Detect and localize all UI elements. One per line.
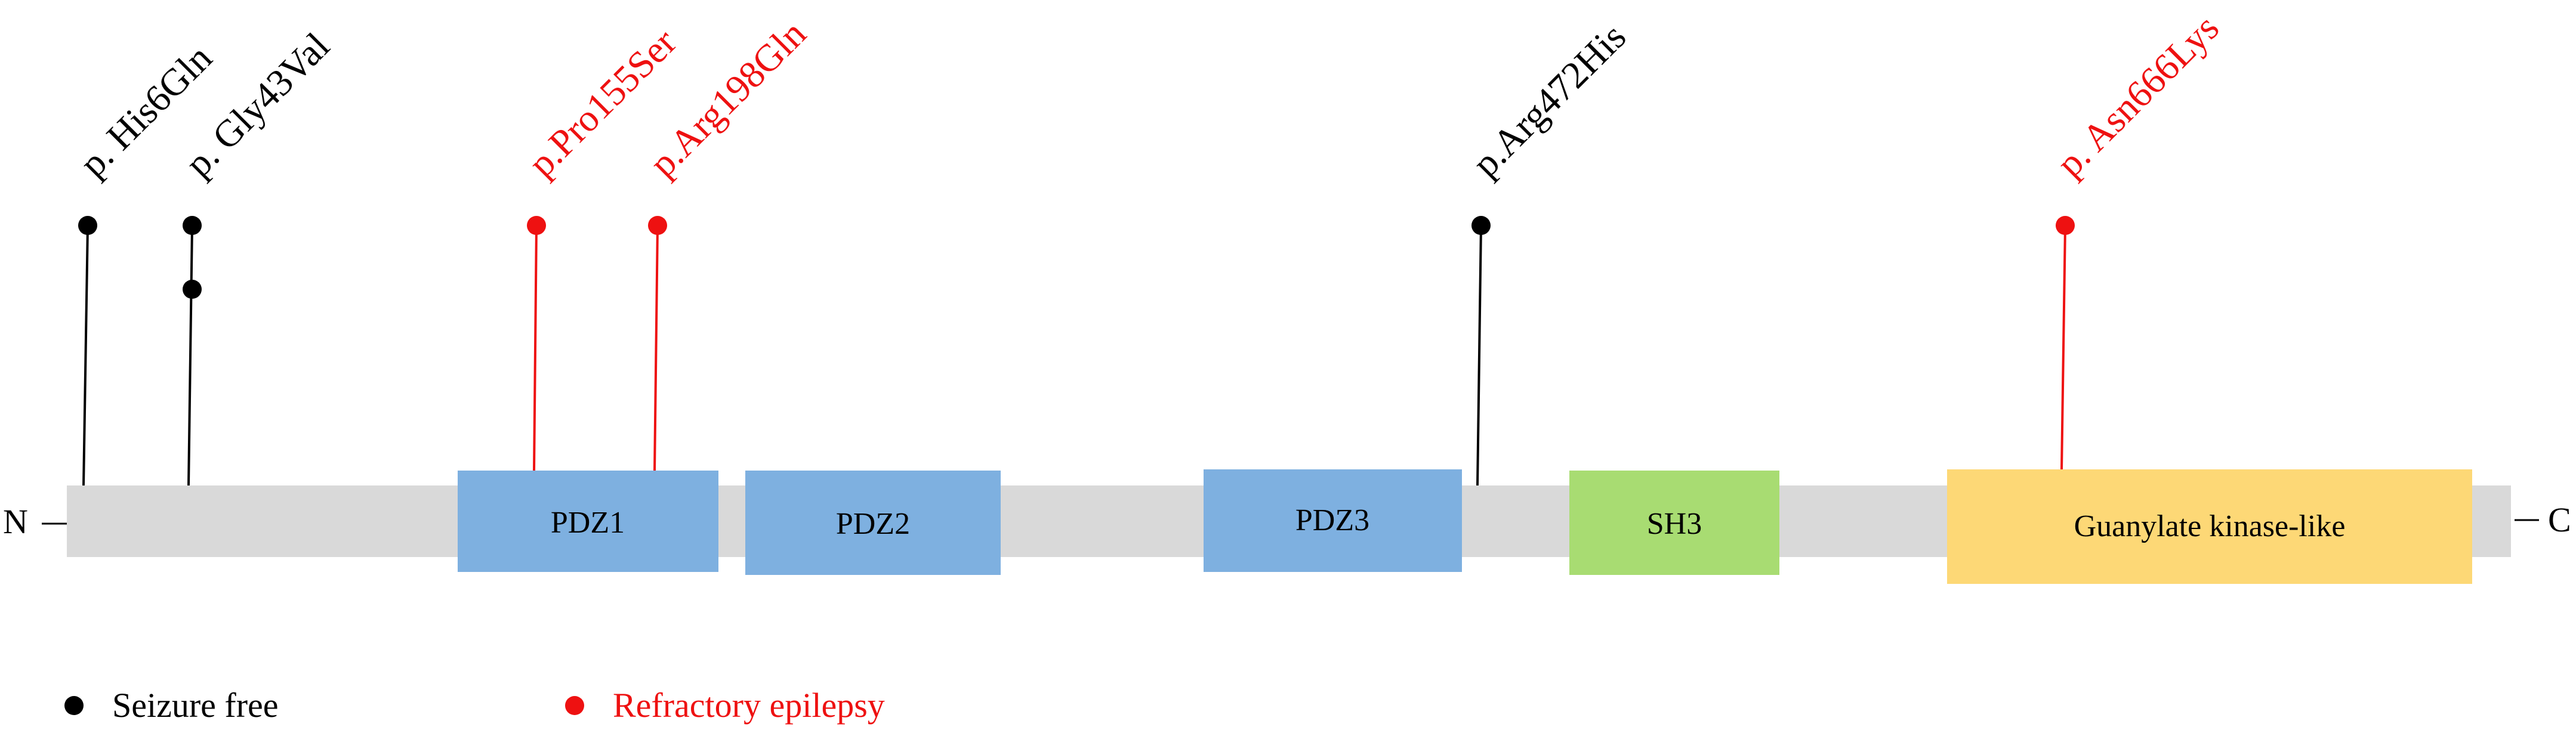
legend: Seizure free Refractory epilepsy: [64, 686, 885, 725]
variant-stem: [82, 225, 89, 486]
variant-stem: [653, 225, 659, 471]
domain-pdz1-label: PDZ1: [551, 506, 625, 540]
variant-stem: [187, 225, 193, 486]
variant-gly43val: p. Gly43Val: [177, 24, 338, 486]
domain-sh3-label: SH3: [1647, 507, 1702, 541]
variant-asn666lys: p. Asn666Lys: [2049, 7, 2227, 470]
variant-arg198gln: p.Arg198Gln: [641, 12, 814, 471]
variant-label: p.Arg472His: [1464, 15, 1634, 184]
domain-pdz2-label: PDZ2: [836, 507, 910, 541]
variant-his6gln: p. His6Gln: [72, 36, 220, 486]
domain-pdz1: PDZ1: [458, 471, 718, 572]
domain-sh3-box: [1569, 471, 1779, 575]
variant-label: p. Asn666Lys: [2049, 7, 2227, 185]
domain-guanylate-kinase-like-label: Guanylate kinase-like: [2074, 509, 2346, 543]
domain-guanylate-kinase-like-box: [1947, 469, 2472, 584]
variant-marker: [527, 216, 546, 235]
variant-marker: [183, 216, 202, 235]
variant-stem: [1476, 225, 1482, 486]
n-terminus-label: N: [3, 502, 28, 541]
domain-pdz3-box: [1204, 469, 1462, 572]
domain-sh3: SH3: [1569, 471, 1779, 575]
legend-marker: [565, 696, 584, 715]
domain-pdz3: PDZ3: [1204, 469, 1462, 572]
variant-marker: [78, 216, 97, 235]
domain-pdz2: PDZ2: [745, 471, 1001, 575]
domain-guanylate-kinase-like: Guanylate kinase-like: [1947, 469, 2472, 584]
legend-item-seizure-free: Seizure free: [64, 686, 279, 725]
variant-marker: [2056, 216, 2075, 235]
variant-marker: [1471, 216, 1491, 235]
variant-marker: [183, 280, 202, 299]
legend-item-refractory-epilepsy: Refractory epilepsy: [565, 686, 885, 725]
variant-pro155ser: p.Pro155Ser: [520, 21, 684, 471]
domain-pdz2-box: [745, 471, 1001, 575]
variant-stem: [533, 225, 538, 471]
c-terminus-label: C: [2548, 500, 2571, 539]
domain-pdz3-label: PDZ3: [1295, 503, 1369, 537]
variant-stem: [2060, 225, 2066, 470]
variant-arg472his: p.Arg472His: [1464, 15, 1634, 486]
variant-marker: [648, 216, 667, 235]
legend-label: Refractory epilepsy: [613, 686, 885, 725]
domain-pdz1-box: [458, 471, 718, 572]
legend-label: Seizure free: [112, 686, 279, 725]
legend-marker: [64, 696, 84, 715]
